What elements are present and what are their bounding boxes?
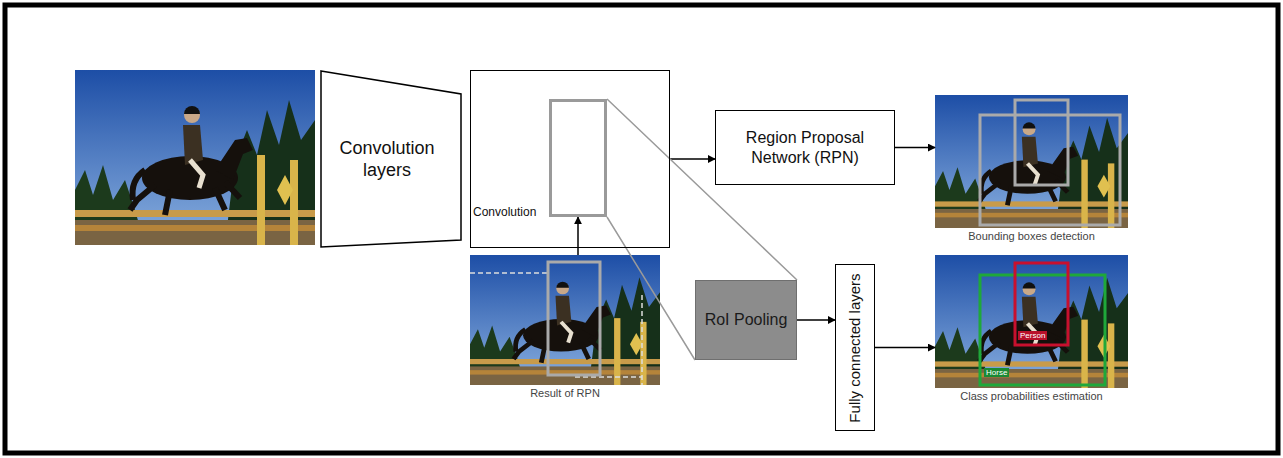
feature-window xyxy=(549,99,607,217)
arrow-connector xyxy=(875,347,935,349)
classification-photo xyxy=(935,255,1128,388)
box-label: Region Proposal Network (RPN) xyxy=(726,128,884,168)
arrow-connector xyxy=(577,217,579,255)
image-caption: Class probabilities estimation xyxy=(935,390,1128,403)
image-caption: Bounding boxes detection xyxy=(935,230,1128,243)
arrow-connector xyxy=(670,158,715,160)
trapezoid-outline xyxy=(320,70,462,248)
box-label: Fully connected layers xyxy=(846,273,864,422)
layer-box: Fully connected layers xyxy=(835,264,875,431)
stage-trapezoid: Convolution layers xyxy=(320,70,462,248)
stage-label: Convolution layers xyxy=(320,137,462,181)
image-panel: Result of RPN xyxy=(470,255,660,400)
class-tag: Person xyxy=(1018,331,1047,340)
image-caption: Result of RPN xyxy=(470,387,660,400)
feature-map-box: Convolution xyxy=(470,70,670,248)
image-panel: Class probabilities estimation PersonHors… xyxy=(935,255,1128,403)
box-label: Convolution xyxy=(473,205,536,219)
image-panel: Bounding boxes detection xyxy=(935,95,1128,243)
input-photo xyxy=(75,70,315,245)
pooling-box: RoI Pooling xyxy=(695,280,797,360)
rpn-result-photo xyxy=(470,255,660,385)
box-label: RoI Pooling xyxy=(705,310,788,330)
detection-photo xyxy=(935,95,1128,228)
frame xyxy=(5,5,1278,453)
trapezoid-line xyxy=(321,71,461,247)
arrow-connector xyxy=(895,147,935,149)
class-tag: Horse xyxy=(984,368,1009,377)
arrow-connector xyxy=(797,319,835,321)
process-box: Region Proposal Network (RPN) xyxy=(715,110,895,185)
